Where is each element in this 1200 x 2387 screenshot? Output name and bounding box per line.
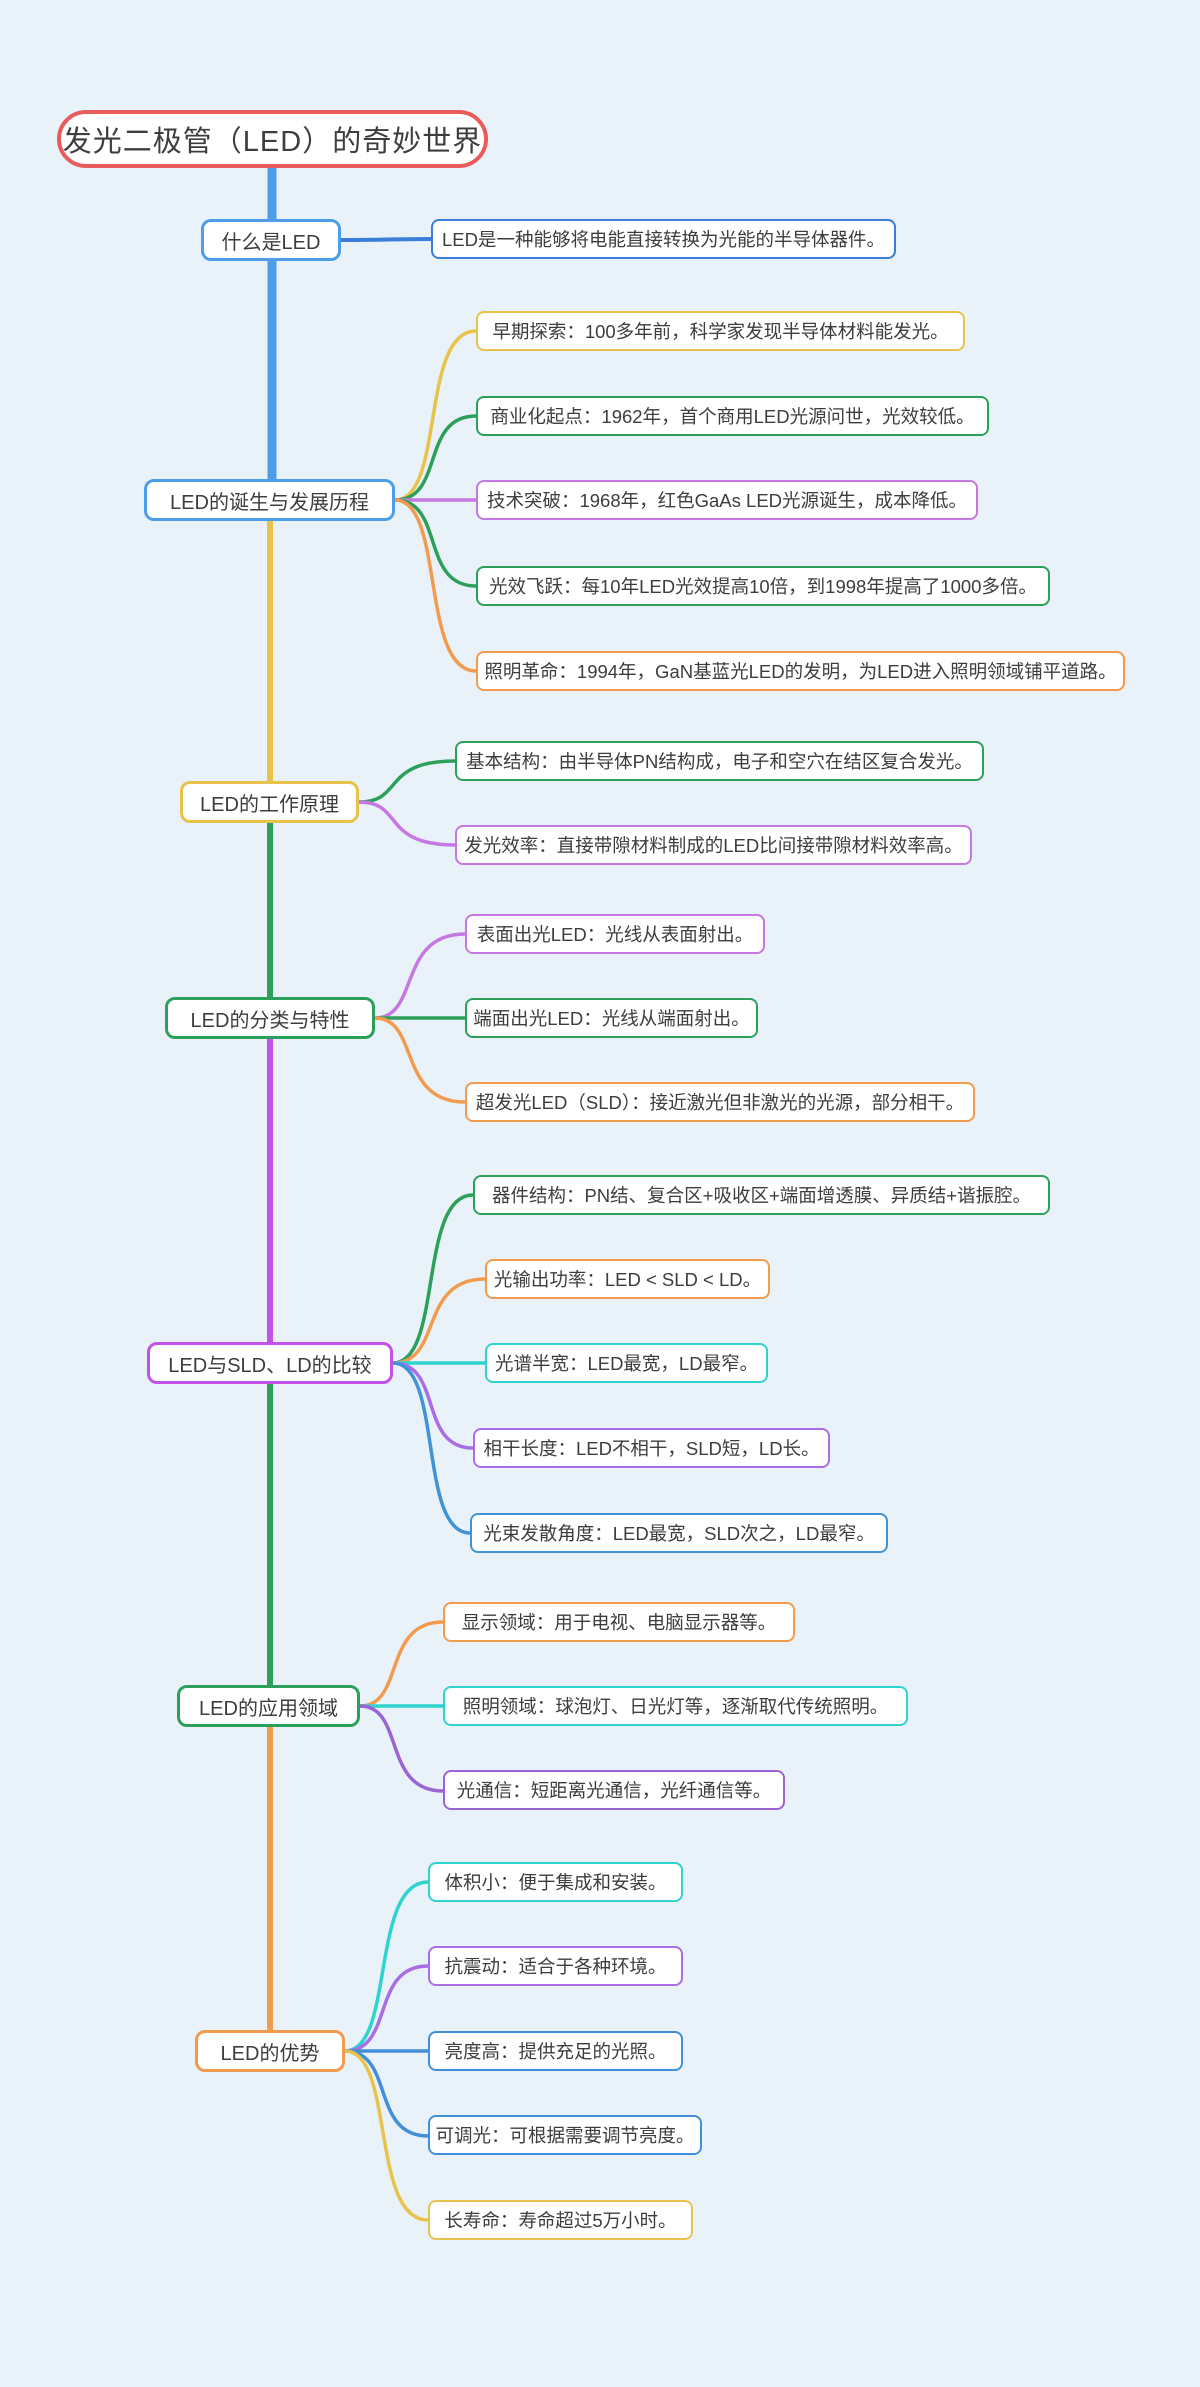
branch-what-is-led[interactable]: 什么是LED (201, 219, 341, 261)
leaf-history-commercial[interactable]: 商业化起点：1962年，首个商用LED光源问世，光效较低。 (476, 396, 989, 436)
wire-adv-0 (343, 1880, 430, 2053)
leaf-whatisled-definition[interactable]: LED是一种能够将电能直接转换为光能的半导体器件。 (431, 219, 896, 259)
wire-comp-1 (391, 1277, 487, 1365)
leaf-comp-beam-divergence[interactable]: 光束发散角度：LED最宽，SLD次之，LD最窄。 (470, 1513, 888, 1553)
leaf-history-lighting-revolution[interactable]: 照明革命：1994年，GaN基蓝光LED的发明，为LED进入照明领域铺平道路。 (476, 651, 1125, 691)
leaf-class-edge-emitting[interactable]: 端面出光LED：光线从端面射出。 (465, 998, 758, 1038)
wire-adv-4 (343, 2049, 430, 2222)
wire-whatisled-desc (339, 237, 433, 242)
wire-class-0 (373, 932, 467, 1020)
wire-history-4 (393, 498, 478, 673)
leaf-comp-coherence-length[interactable]: 相干长度：LED不相干，SLD短，LD长。 (473, 1428, 830, 1468)
leaf-adv-long-lifespan[interactable]: 长寿命：寿命超过5万小时。 (428, 2200, 693, 2240)
branch-advantages[interactable]: LED的优势 (195, 2030, 345, 2072)
branch-classification[interactable]: LED的分类与特性 (165, 997, 375, 1039)
leaf-history-breakthrough[interactable]: 技术突破：1968年，红色GaAs LED光源诞生，成本降低。 (476, 480, 978, 520)
wire-history-0 (393, 329, 478, 502)
wire-adv-1 (343, 1964, 430, 2053)
wire-comp-4 (391, 1361, 472, 1535)
leaf-adv-dimmable[interactable]: 可调光：可根据需要调节亮度。 (428, 2115, 702, 2155)
branch-principle[interactable]: LED的工作原理 (180, 781, 359, 823)
leaf-comp-spectral-width[interactable]: 光谱半宽：LED最宽，LD最窄。 (485, 1343, 768, 1383)
leaf-adv-small-size[interactable]: 体积小：便于集成和安装。 (428, 1862, 683, 1902)
leaf-principle-efficiency[interactable]: 发光效率：直接带隙材料制成的LED比间接带隙材料效率高。 (455, 825, 972, 865)
wire-principle-1 (357, 800, 457, 847)
leaf-history-early[interactable]: 早期探索：100多年前，科学家发现半导体材料能发光。 (476, 311, 965, 351)
wire-history-1 (393, 414, 478, 502)
leaf-comp-device-structure[interactable]: 器件结构：PN结、复合区+吸收区+端面增透膜、异质结+谐振腔。 (473, 1175, 1050, 1215)
leaf-app-optical-communication[interactable]: 光通信：短距离光通信，光纤通信等。 (443, 1770, 785, 1810)
wire-comp-0 (391, 1193, 475, 1365)
wire-principle-0 (357, 759, 457, 804)
leaf-adv-high-brightness[interactable]: 亮度高：提供充足的光照。 (428, 2031, 683, 2071)
wire-adv-3 (343, 2049, 430, 2138)
leaf-class-superluminescent[interactable]: 超发光LED（SLD）：接近激光但非激光的光源，部分相干。 (465, 1082, 975, 1122)
root-node[interactable]: 发光二极管（LED）的奇妙世界 (57, 110, 488, 168)
branch-applications[interactable]: LED的应用领域 (177, 1685, 360, 1727)
wire-app-0 (358, 1620, 445, 1708)
leaf-comp-output-power[interactable]: 光输出功率：LED < SLD < LD。 (485, 1259, 770, 1299)
leaf-history-efficiency-leap[interactable]: 光效飞跃：每10年LED光效提高10倍，到1998年提高了1000多倍。 (476, 566, 1050, 606)
leaf-principle-structure[interactable]: 基本结构：由半导体PN结构成，电子和空穴在结区复合发光。 (455, 741, 984, 781)
wire-class-2 (373, 1016, 467, 1104)
branch-history[interactable]: LED的诞生与发展历程 (144, 479, 395, 521)
branch-comparison[interactable]: LED与SLD、LD的比较 (147, 1342, 393, 1384)
wire-history-3 (393, 498, 478, 588)
wire-comp-3 (391, 1361, 475, 1450)
wire-app-2 (358, 1704, 445, 1793)
leaf-adv-vibration-resistant[interactable]: 抗震动：适合于各种环境。 (428, 1946, 683, 1986)
leaf-app-display[interactable]: 显示领域：用于电视、电脑显示器等。 (443, 1602, 795, 1642)
leaf-class-surface-emitting[interactable]: 表面出光LED：光线从表面射出。 (465, 914, 765, 954)
leaf-app-lighting[interactable]: 照明领域：球泡灯、日光灯等，逐渐取代传统照明。 (443, 1686, 908, 1726)
